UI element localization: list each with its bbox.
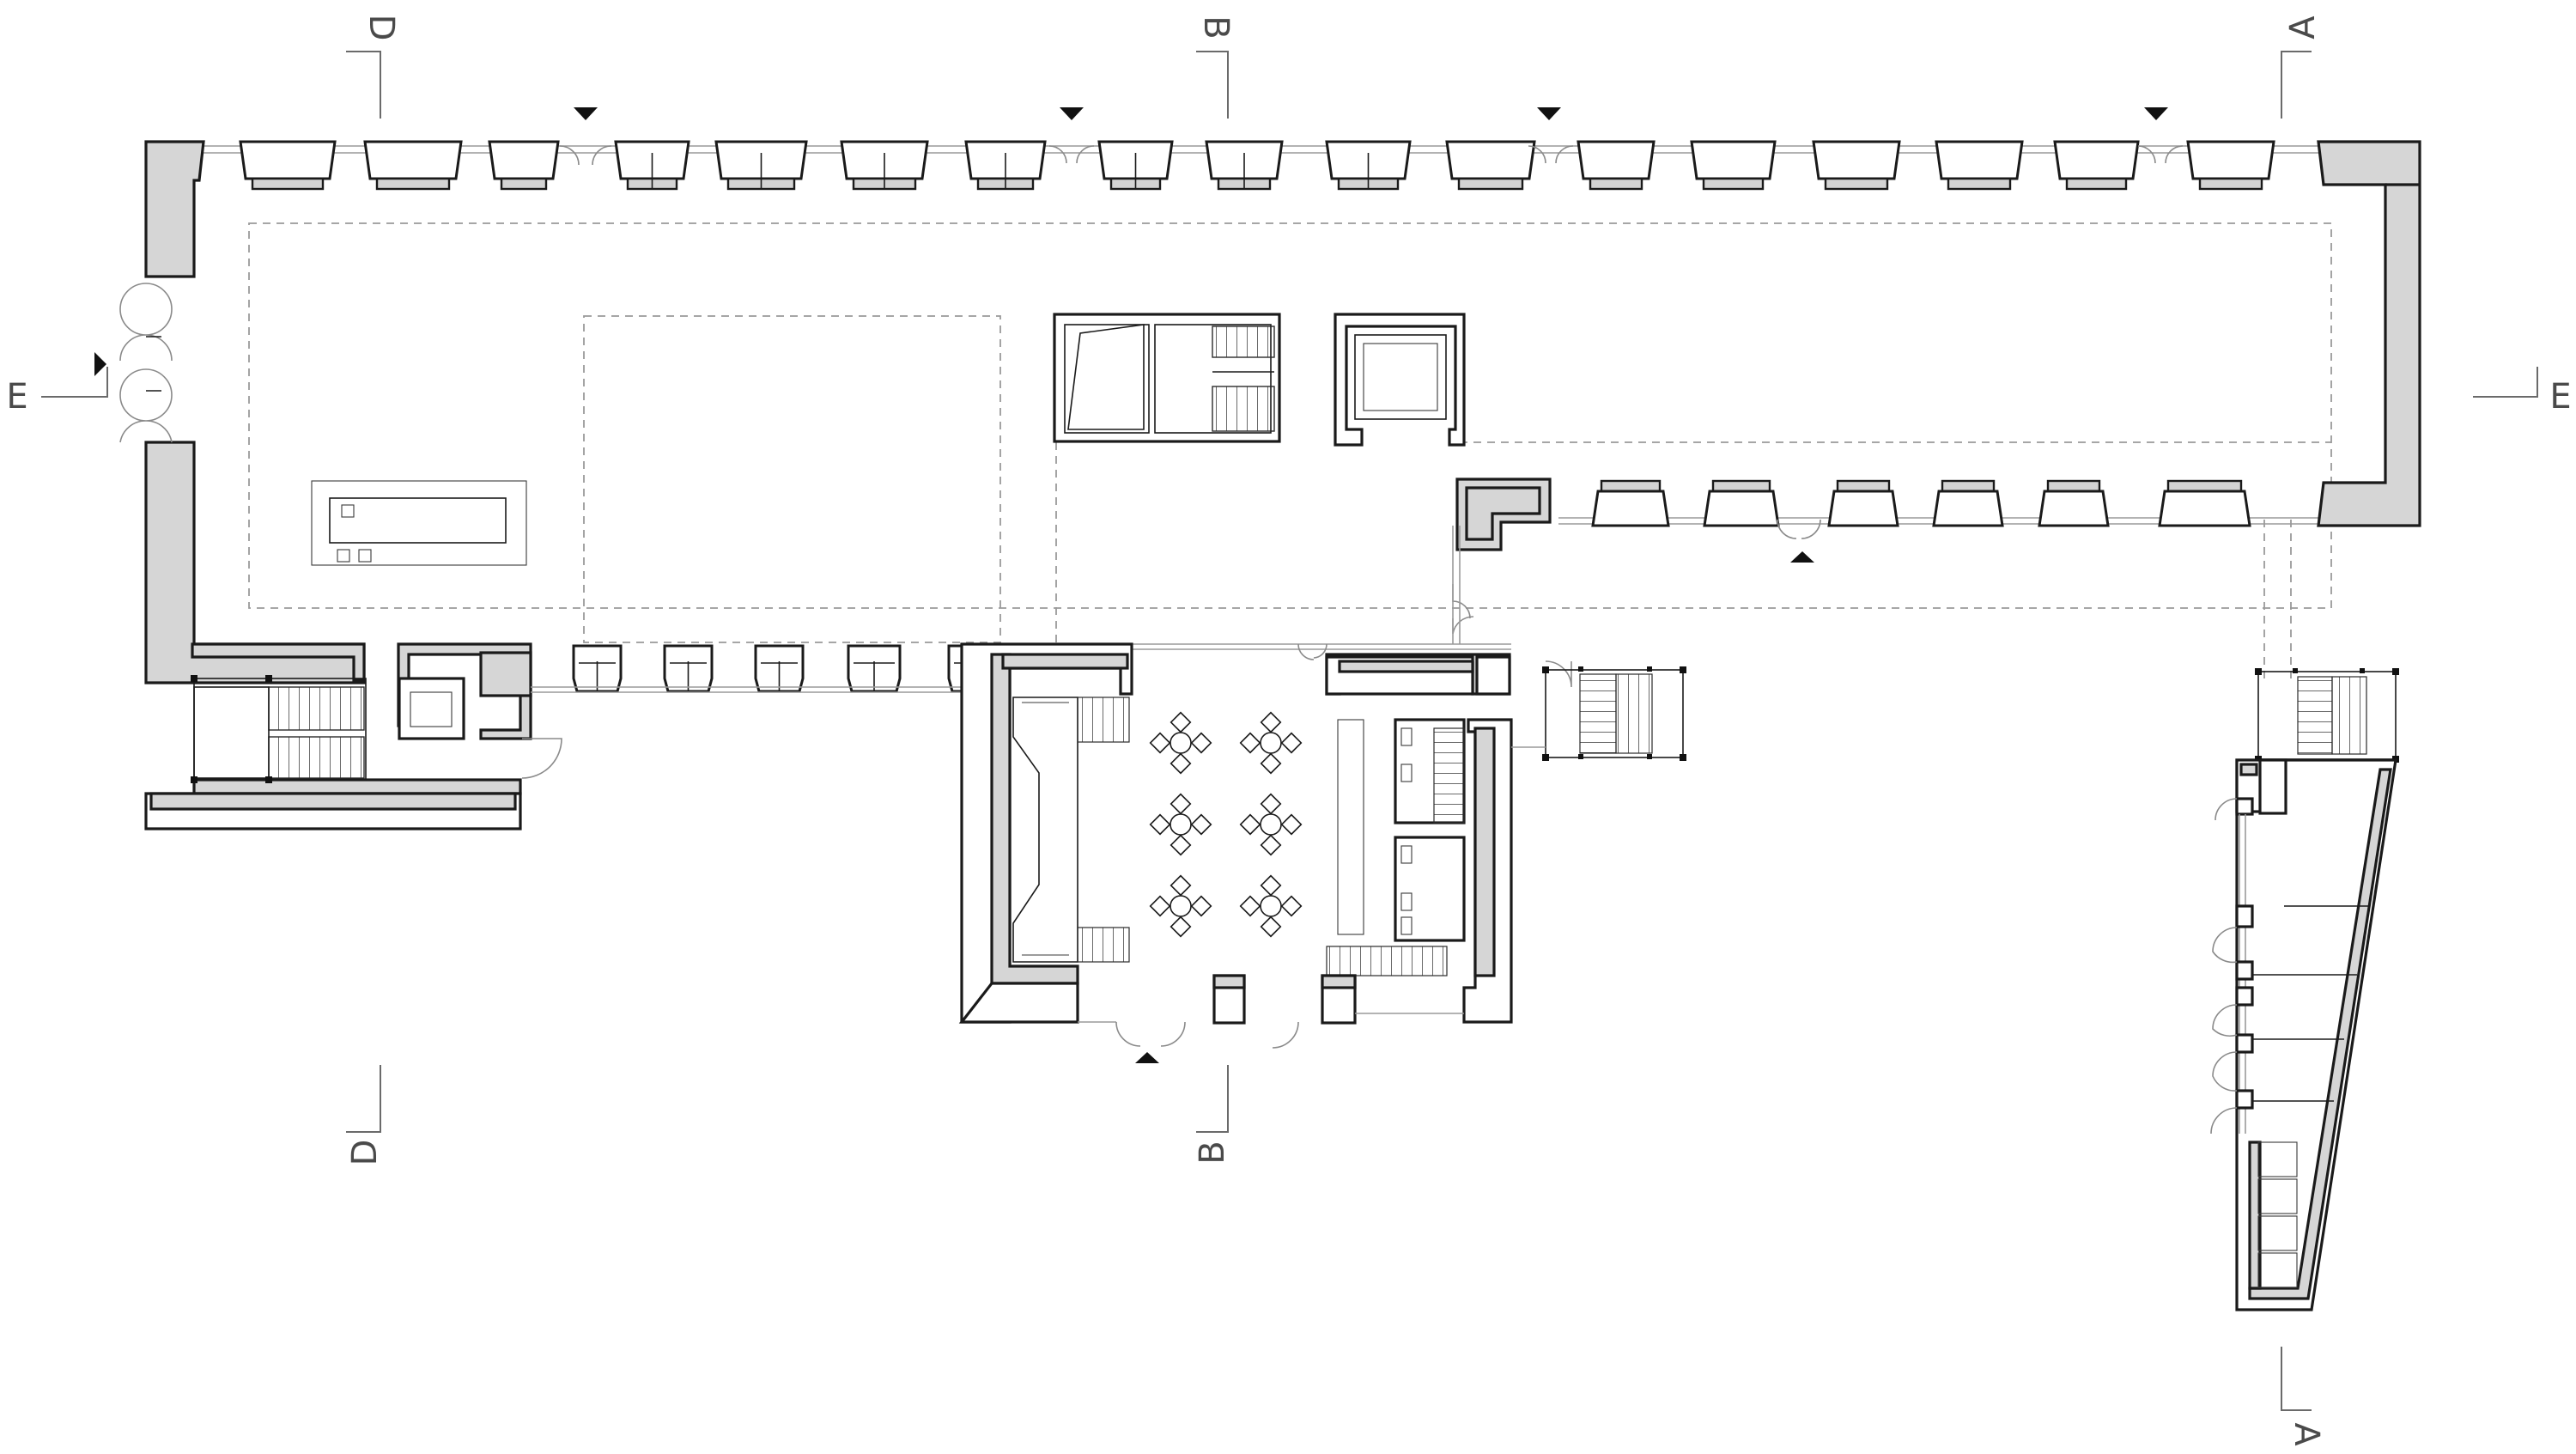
mid-corridor	[531, 686, 962, 693]
section-label: B	[1193, 1141, 1232, 1164]
window-pier	[363, 140, 463, 191]
window-pier	[1325, 140, 1412, 191]
north-facade-piers	[239, 140, 2275, 191]
entry-arrow-icon	[1790, 551, 1814, 563]
section-label: D	[345, 1140, 385, 1166]
window-pier	[964, 140, 1047, 191]
west-wall-upper	[144, 140, 205, 278]
corridor-pier	[663, 644, 714, 693]
section-marker-b-top: B	[1196, 15, 1236, 119]
section-label: D	[361, 15, 401, 41]
section-marker-b-bottom: B	[1193, 1065, 1232, 1165]
window-pier	[2038, 479, 2110, 527]
dining-tables	[1149, 711, 1303, 938]
north-entries	[559, 107, 2184, 166]
dining-table	[1239, 793, 1303, 856]
window-pier	[1577, 140, 1656, 191]
window-pier	[1591, 479, 1670, 527]
window-pier	[1812, 140, 1901, 191]
dining-table	[1149, 793, 1212, 856]
window-pier	[2158, 479, 2251, 527]
window-pier	[1827, 479, 1899, 527]
window-pier	[1690, 140, 1777, 191]
window-pier	[714, 140, 808, 191]
window-pier	[1445, 140, 1536, 191]
north-wing	[144, 140, 2421, 684]
dining-table	[1149, 874, 1212, 938]
window-pier	[2186, 140, 2275, 191]
section-label: A	[2287, 1422, 2326, 1446]
window-pier	[239, 140, 337, 191]
entry-arrow-icon	[1135, 1052, 1159, 1063]
stair-core	[1053, 313, 1281, 443]
west-entry	[94, 283, 173, 443]
section-marker-e-right: E	[2473, 367, 2572, 417]
entry-arrow-icon	[1537, 107, 1561, 120]
window-pier	[488, 140, 560, 191]
window-pier	[1205, 140, 1284, 191]
entry-arrow-icon	[1060, 107, 1084, 120]
window-pier	[614, 140, 690, 191]
dining-table	[1239, 711, 1303, 775]
section-label: B	[1196, 15, 1236, 39]
water-feature	[311, 480, 527, 566]
corridor-pier	[754, 644, 805, 693]
section-label: E	[6, 377, 27, 417]
window-pier	[1097, 140, 1174, 191]
entry-arrow-icon	[574, 107, 598, 120]
south-entry-east	[1777, 519, 1821, 563]
window-pier	[1703, 479, 1780, 527]
window-pier	[840, 140, 929, 191]
east-slanted-wing	[2210, 668, 2399, 1311]
dining-table	[1239, 874, 1303, 938]
corridor-pier	[847, 644, 902, 693]
section-marker-d-bottom: D	[345, 1065, 385, 1165]
window-pier	[1932, 479, 2004, 527]
overhead-dashed-lines	[248, 222, 2332, 678]
wall-return	[1455, 478, 1552, 551]
east-wall	[2317, 140, 2421, 527]
east-connector-stair	[1452, 526, 1686, 761]
section-marker-a-top: A	[2281, 15, 2323, 119]
window-pier	[2053, 140, 2140, 191]
dining-table	[1149, 711, 1212, 775]
section-marker-e-left: E	[6, 367, 108, 417]
section-marker-d-top: D	[346, 15, 401, 119]
elevator-core	[1334, 313, 1466, 447]
section-marker-a-bottom: A	[2281, 1347, 2326, 1446]
entry-arrow-icon	[2144, 107, 2168, 120]
section-label: E	[2549, 377, 2571, 417]
window-pier	[1935, 140, 2024, 191]
entry-arrow-icon	[94, 352, 106, 376]
dining-pavilion	[958, 642, 1513, 1063]
west-stair-block	[144, 642, 562, 830]
section-label: A	[2283, 15, 2323, 40]
corridor-pier	[572, 644, 623, 693]
